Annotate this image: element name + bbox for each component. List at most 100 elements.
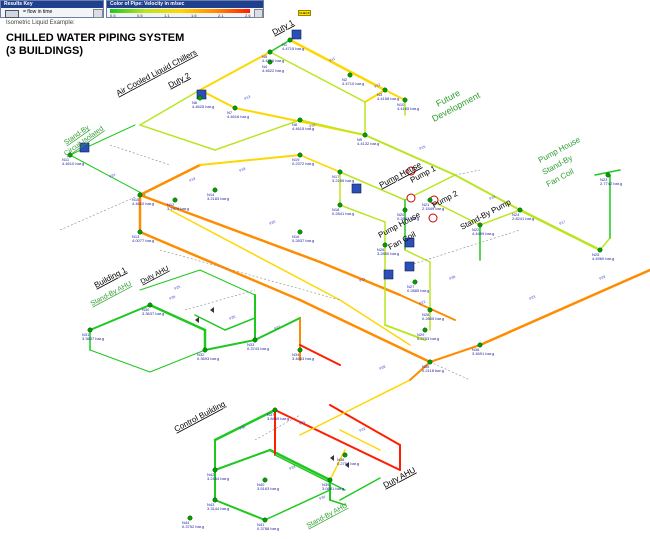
- pipe-tag: P23: [529, 295, 536, 301]
- pipe-node: [147, 302, 153, 308]
- pipe-tag: P17: [559, 220, 566, 226]
- node-pressure-label: 3.2154 bar.g: [207, 476, 229, 481]
- pipe-tag: P22: [419, 300, 426, 306]
- pipe-segment: [349, 379, 411, 411]
- color-gradient-bar: [110, 9, 250, 13]
- pipe-segment: [213, 408, 277, 442]
- pipe-tag: P30: [239, 425, 246, 431]
- node-pressure-label: 0.3788 bar.g: [257, 526, 279, 531]
- pipe-segment: [139, 124, 216, 151]
- node-pressure-label: 3.4691 bar.g: [472, 351, 494, 356]
- valve-icon: [195, 317, 199, 323]
- node-id-label: N44: [182, 520, 190, 525]
- pipe-node: [202, 347, 208, 353]
- node-pressure-label: 3.2155 bar.g: [332, 178, 354, 183]
- pipe-node: [267, 59, 273, 65]
- guide-line: [159, 249, 341, 301]
- node-pressure-label: 0.3693 bar.g: [197, 356, 219, 361]
- pipe-segment: [399, 294, 456, 321]
- guide-line: [454, 169, 481, 176]
- equipment-layer: [79, 29, 439, 468]
- node-id-label: N27: [407, 284, 415, 289]
- pipe-tag: P28: [379, 365, 386, 371]
- node-pressure-label: 2.8241 bar.g: [512, 216, 534, 221]
- pipe-segment: [199, 154, 301, 166]
- node-pressure-label: 0.2754 bar.g: [337, 461, 359, 466]
- node-id-label: N40: [257, 482, 265, 487]
- pipe-segment: [214, 449, 271, 471]
- pipe-node: [337, 202, 343, 208]
- pipe-node: [427, 359, 433, 365]
- node-id-label: N35: [422, 364, 430, 369]
- pipe-node: [342, 452, 348, 458]
- pipe-node: [402, 207, 408, 213]
- color-key-settings-icon[interactable]: [254, 9, 263, 18]
- pipe-segment: [299, 119, 366, 136]
- page-title-line2: (3 BUILDINGS): [6, 45, 83, 57]
- pipe-node: [262, 477, 268, 483]
- color-key-tick: 2.1: [218, 13, 224, 18]
- pipe-tag: P19: [189, 177, 196, 183]
- node-id-label: N24: [512, 212, 520, 217]
- node-id-label: N41: [257, 522, 265, 527]
- node-pressure-label: 0.3743 bar.g: [247, 346, 269, 351]
- node-id-label: N14: [207, 192, 215, 197]
- pipe-segment: [264, 489, 331, 521]
- pipe-node: [347, 72, 353, 78]
- node-id-label: N21: [422, 202, 430, 207]
- pipe-node: [297, 229, 303, 235]
- node-id-label: N1: [282, 42, 288, 47]
- pipe-segment: [599, 237, 611, 251]
- pipe-tag: P14: [309, 123, 316, 129]
- pipe-tag: P29: [599, 275, 606, 281]
- pipe-segment: [199, 269, 256, 296]
- pipe-tag: P12: [374, 83, 381, 89]
- pipe-node: [212, 497, 218, 503]
- pipe-segment: [479, 209, 521, 226]
- node-id-label: N34: [292, 352, 300, 357]
- node-pressure-label: 3.0881 bar.g: [322, 486, 344, 491]
- chiller-unit-icon: [351, 183, 362, 194]
- node-pressure-label: 0.2885 bar.g: [407, 288, 429, 293]
- pipe-node: [597, 247, 603, 253]
- pipe-node: [477, 222, 483, 228]
- pipe-segment: [318, 260, 402, 297]
- node-id-label: N42: [207, 472, 215, 477]
- pipe-segment: [364, 134, 456, 176]
- example-type-label: Isometric Liquid Example:: [6, 20, 75, 26]
- pipe-segment: [339, 477, 381, 501]
- pipe-segment: [429, 199, 481, 226]
- node-pressure-label: 0.2372 bar.g: [292, 161, 314, 166]
- node-pressure-label: 4.4610 bar.g: [62, 161, 84, 166]
- guide-line: [184, 289, 256, 311]
- node-pressure-label: 4.4960 bar.g: [592, 256, 614, 261]
- pipe-segment: [299, 344, 341, 366]
- pipe-node: [297, 347, 303, 353]
- pipe-segment: [194, 314, 226, 331]
- node-pressure-label: 3.5163 bar.g: [257, 486, 279, 491]
- color-key-tick: 1.1: [164, 13, 170, 18]
- pipe-node: [172, 197, 178, 203]
- label-standby-pump: Stand-By Pump: [459, 197, 513, 232]
- node-pressure-label: 4.4710 bar.g: [342, 81, 364, 86]
- node-pressure-label: 4.4132 bar.g: [357, 141, 379, 146]
- node-pressure-label: 3.2183 bar.g: [207, 196, 229, 201]
- pipe-tag-layer: P11P12P13P14P15P16P17P18P19P20P21P22P23P…: [109, 57, 606, 501]
- node-id-label: N2: [342, 77, 348, 82]
- pipe-segment: [138, 163, 202, 197]
- label-duty2: Duty 2: [167, 71, 192, 90]
- node-id-label: N10: [397, 102, 405, 107]
- pipe-node: [137, 192, 143, 198]
- valve-icon: [345, 462, 349, 468]
- node-pressure-label: 4.4165 bar.g: [397, 106, 419, 111]
- node-pressure-label: 0.2837 bar.g: [292, 238, 314, 243]
- node-pressure-label: 3.3144 bar.g: [207, 506, 229, 511]
- node-id-label: N6: [192, 100, 198, 105]
- pipe-segment: [199, 51, 271, 91]
- results-key-toggle-button[interactable]: [93, 9, 103, 18]
- pipe-node: [412, 279, 418, 285]
- node-id-label: N4: [262, 64, 268, 69]
- pipe-node: [137, 229, 143, 235]
- pipe-segment: [89, 349, 151, 373]
- pipe-segment: [89, 304, 151, 331]
